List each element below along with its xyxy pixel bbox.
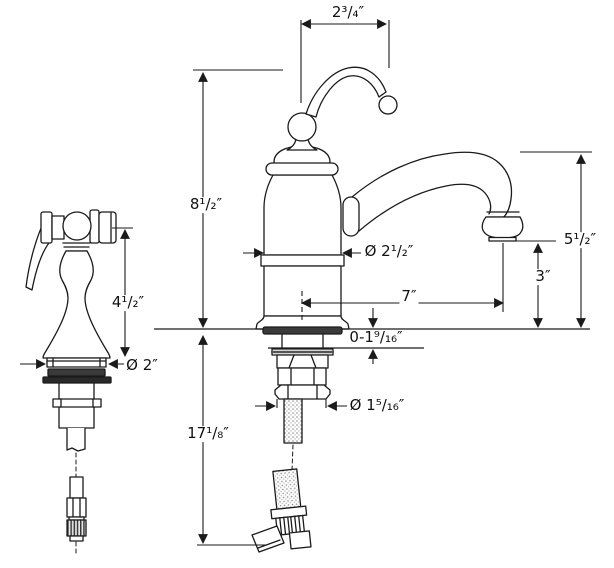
faucet-underdeck-drawing <box>251 326 343 553</box>
sprayer-connector-tube <box>69 476 84 499</box>
sprayer-gasket-lower <box>42 376 112 384</box>
sprayer-head-left-arm <box>51 215 65 240</box>
faucet-spout-bottom-curve <box>358 183 492 232</box>
faucet-supply-hose <box>283 398 303 444</box>
faucet-handle-end-ball <box>378 95 398 115</box>
sprayer-base-plate <box>46 357 107 368</box>
faucet-spout-top-curve <box>351 151 513 219</box>
sprayer-body <box>42 250 111 359</box>
dim-spout-reach-label: 7″ <box>399 287 419 306</box>
sprayer-connector-hex <box>66 497 87 518</box>
countertop-lines <box>154 328 590 349</box>
side-sprayer-drawing <box>25 209 117 557</box>
faucet-mounting-nut-lower <box>274 384 331 400</box>
dim-deck-thickness-label: 0-1⁹/₁₆″ <box>347 328 405 347</box>
dim-handle-width-label: 2³/₄″ <box>329 3 367 22</box>
faucet-mounting-nut-upper <box>276 354 329 369</box>
faucet-connector-hose-end <box>272 468 302 510</box>
dim-body-diameter-label: Ø 2¹/₂″ <box>362 242 416 261</box>
dim-shank-diameter-label: Ø 1⁵/₁₆″ <box>347 396 407 415</box>
sprayer-hose-stub <box>66 427 86 452</box>
dim-sprayer-height-label: 4¹/₂″ <box>109 293 147 312</box>
faucet-collar-ring <box>265 162 339 176</box>
faucet-shank-body <box>277 367 327 386</box>
faucet-body-band <box>260 254 345 267</box>
faucet-handle-neck <box>286 138 318 151</box>
faucet-handle-ball-joint <box>287 112 317 142</box>
dim-spout-clearance-label: 3″ <box>533 267 553 286</box>
dim-spout-height-label: 5¹/₂″ <box>561 230 599 249</box>
faucet-spout-aerator <box>481 216 524 239</box>
sprayer-head-ball <box>62 211 92 241</box>
faucet-handle-lever <box>305 66 387 118</box>
main-faucet-drawing <box>255 66 524 330</box>
sprayer-gasket-upper <box>47 368 106 377</box>
faucet-spout-joint <box>342 196 360 237</box>
faucet-connector-angled-nut <box>251 525 285 553</box>
dim-sprayer-base-dia-label: Ø 2″ <box>124 356 160 375</box>
faucet-upper-body <box>263 174 342 256</box>
sprayer-connector-knurl-nut <box>66 519 87 537</box>
faucet-spout-tip <box>488 236 517 242</box>
sprayer-shank <box>58 382 95 429</box>
sprayer-head-left-cap <box>40 211 53 244</box>
faucet-connector-end-fitting <box>288 530 312 550</box>
faucet-base-gasket <box>262 326 343 335</box>
dim-height-label: 8¹/₂″ <box>187 195 225 214</box>
dim-supply-length-label: 17¹/₈″ <box>185 424 231 443</box>
